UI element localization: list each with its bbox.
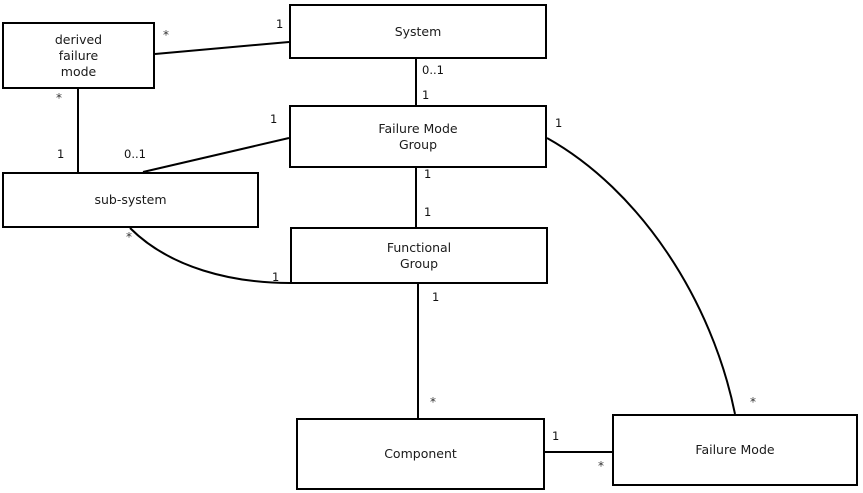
class-box-derived-failure-mode[interactable]: derived failure mode xyxy=(2,22,155,89)
class-box-sub-system[interactable]: sub-system xyxy=(2,172,259,228)
multiplicity-label: 0..1 xyxy=(422,63,444,77)
multiplicity-label: 1 xyxy=(270,112,278,126)
class-box-failure-mode[interactable]: Failure Mode xyxy=(612,414,858,486)
multiplicity-label: 1 xyxy=(57,147,65,161)
class-label-failure-mode: Failure Mode xyxy=(695,442,775,457)
class-label-component: Component xyxy=(384,446,457,461)
multiplicity-label: * xyxy=(56,91,62,105)
multiplicity-label: 0..1 xyxy=(124,147,146,161)
multiplicity-label: * xyxy=(598,459,604,473)
multiplicity-label: * xyxy=(750,395,756,409)
multiplicity-label: 1 xyxy=(424,205,432,219)
class-box-failure-mode-group[interactable]: Failure Mode Group xyxy=(289,105,547,168)
class-label-sub-system: sub-system xyxy=(94,192,167,207)
association-sub-system-to-failure-mode-group xyxy=(142,137,290,173)
association-derived-failure-mode-to-system xyxy=(154,41,290,55)
multiplicity-label: 1 xyxy=(424,167,432,181)
class-box-functional-group[interactable]: Functional Group xyxy=(290,227,548,284)
multiplicity-label: * xyxy=(126,230,132,244)
multiplicity-label: * xyxy=(163,28,169,42)
class-label-derived-failure-mode: derived failure mode xyxy=(54,31,103,79)
class-box-system[interactable]: System xyxy=(289,4,547,59)
class-label-functional-group: Functional Group xyxy=(386,239,452,271)
multiplicity-label: 1 xyxy=(555,116,563,130)
multiplicity-label: 1 xyxy=(432,290,440,304)
multiplicity-label: 1 xyxy=(272,270,280,284)
multiplicity-label: * xyxy=(430,395,436,409)
association-failure-mode-group-to-failure-mode xyxy=(546,137,736,415)
multiplicity-label: 1 xyxy=(422,88,430,102)
class-label-system: System xyxy=(394,23,442,39)
class-box-component[interactable]: Component xyxy=(296,418,545,490)
class-label-failure-mode-group: Failure Mode Group xyxy=(378,120,458,152)
multiplicity-label: 1 xyxy=(276,17,284,31)
association-sub-system-to-functional-group xyxy=(129,227,291,284)
multiplicity-label: 1 xyxy=(552,429,560,443)
